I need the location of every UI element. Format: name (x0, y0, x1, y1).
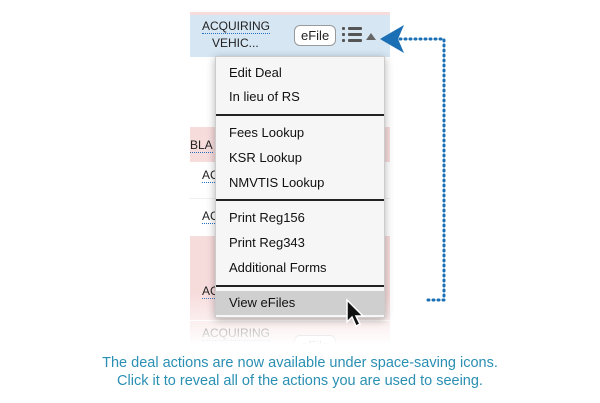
deal-status-label[interactable]: BLA (190, 138, 213, 153)
menu-item-nmvtis-lookup[interactable]: NMVTIS Lookup (229, 175, 325, 190)
caret-up-icon[interactable] (366, 33, 376, 40)
efile-button[interactable]: eFile (294, 335, 337, 345)
mouse-cursor-icon (346, 298, 365, 328)
deal-status-label-2: VEHIC... (212, 36, 259, 50)
deal-status-label[interactable]: AC (202, 209, 219, 224)
list-row: ACQUIRING eFile (190, 320, 390, 345)
deal-status-label[interactable]: ACQUIRING (202, 19, 271, 34)
callout-arrow-icon (380, 25, 446, 302)
caption-line-2: Click it to reveal all of the actions yo… (117, 373, 483, 389)
menu-item-print-reg343[interactable]: Print Reg343 (229, 235, 305, 250)
deal-status-label[interactable]: AC (202, 284, 219, 299)
list-row-divider (190, 12, 390, 15)
list-row (190, 0, 390, 12)
deal-actions-menu: Edit Deal In lieu of RS Fees Lookup KSR … (215, 56, 385, 318)
menu-item-in-lieu-of-rs[interactable]: In lieu of RS (229, 89, 300, 104)
menu-list-icon[interactable] (342, 26, 364, 42)
list-row-selected[interactable]: ACQUIRING VEHIC... eFile (190, 15, 390, 57)
menu-item-edit-deal[interactable]: Edit Deal (229, 65, 282, 80)
menu-item-ksr-lookup[interactable]: KSR Lookup (229, 150, 302, 165)
caption-line-1: The deal actions are now available under… (102, 355, 498, 371)
efile-button[interactable]: eFile (294, 25, 337, 46)
deal-status-label[interactable]: ACQUIRING (202, 326, 271, 341)
menu-separator (216, 285, 384, 287)
menu-separator (216, 114, 384, 116)
menu-separator (216, 199, 384, 201)
deal-status-label[interactable]: AC (202, 168, 219, 183)
menu-item-additional-forms[interactable]: Additional Forms (229, 260, 327, 275)
menu-item-fees-lookup[interactable]: Fees Lookup (229, 125, 305, 140)
menu-item-print-reg156[interactable]: Print Reg156 (229, 210, 305, 225)
